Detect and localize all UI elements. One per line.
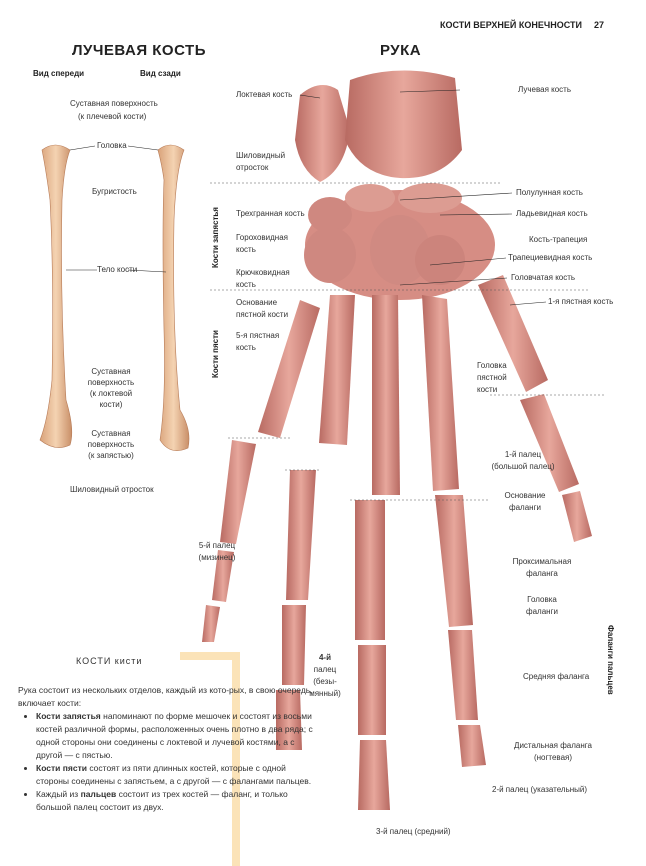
hand-label: кость: [236, 280, 256, 289]
radius-label: Головка: [97, 141, 127, 150]
hand-label: 1-й палец: [504, 450, 542, 459]
metacarpus-group-label: Кости пясти: [211, 330, 220, 378]
hand-label: Основание: [504, 491, 546, 500]
phalanges: [202, 394, 592, 810]
hand-label: кости: [477, 385, 498, 394]
hand-label: мянный): [309, 689, 341, 698]
hand-label: (мизинец): [198, 553, 236, 562]
radius-bone: [345, 70, 462, 179]
hand-label: Шиловидный: [236, 151, 286, 160]
hand-label: 3-й палец (средний): [376, 827, 451, 836]
hand-label: Головка: [527, 595, 557, 604]
item-term: Кости запястья: [36, 711, 101, 721]
carpus-group-label: Кости запястья: [211, 207, 220, 268]
hand-label: отросток: [236, 163, 269, 172]
radius-label: Суставная: [91, 429, 131, 438]
hand-label: Крючковидная: [236, 268, 290, 277]
radius-label: Шиловидный отросток: [70, 485, 154, 494]
metacarpal-bones: [258, 275, 548, 495]
hand-label: Головка: [477, 361, 507, 370]
hand-label: Гороховидная: [236, 233, 288, 242]
hand-label: 5-я пястная: [236, 331, 280, 340]
item-text: напоминают по форме мешочек и состоят из…: [36, 711, 313, 760]
hand-label: Дистальная фаланга: [514, 741, 592, 750]
hand-label: фаланга: [526, 569, 558, 578]
radius-label: Суставная поверхность: [70, 99, 158, 108]
hand-label: (ногтевая): [533, 753, 573, 762]
item-text: Каждый из: [36, 789, 81, 799]
divider-lines: [210, 182, 605, 501]
radius-back-view: [157, 144, 190, 451]
textbox-item: Кости пясти состоят из пяти длинных кост…: [36, 762, 318, 788]
hand-label: 1-я пястная кость: [548, 297, 614, 306]
hand-label: 2-й палец (указательный): [492, 785, 588, 794]
item-term: пальцев: [80, 789, 117, 799]
hand-label: Головчатая кость: [511, 273, 576, 282]
hand-label: кость: [236, 343, 256, 352]
radius-label: (к плечевой кости): [78, 112, 147, 121]
radius-label: (к локтевой: [89, 389, 133, 398]
item-term: Кости пясти: [36, 763, 87, 773]
page-number: 27: [594, 20, 605, 30]
textbox-item: Кости запястья напоминают по форме мешоч…: [36, 710, 318, 762]
hand-label: пястной: [477, 373, 507, 382]
hand-skeleton: [202, 70, 592, 810]
hand-label: Полулунная кость: [516, 188, 583, 197]
hand-title: РУКА: [380, 42, 422, 59]
item-text: состоит из трех костей — фаланг, и тольк…: [36, 789, 288, 812]
radius-label: (к запястью): [88, 451, 134, 460]
textbox-list: Кости запястья напоминают по форме мешоч…: [18, 710, 318, 814]
hand-label: фаланги: [526, 607, 558, 616]
ulna-bone: [295, 85, 350, 182]
textbox-intro: Рука состоит из нескольких отделов, кажд…: [18, 685, 313, 708]
hand-label: Трехгранная кость: [236, 209, 305, 218]
item-text: состоят из пяти длинных костей, которые …: [36, 763, 312, 786]
hand-label: фаланги: [509, 503, 541, 512]
hand-label: палец: [313, 665, 337, 674]
hand-bones-textbox: КОСТИ кисти Рука состоит из нескольких о…: [18, 655, 318, 814]
hand-label: 5-й палец: [198, 541, 236, 550]
textbox-title: КОСТИ кисти: [76, 656, 143, 666]
hand-label: Локтевая кость: [236, 90, 293, 99]
hand-label: Кость-трапеция: [529, 235, 588, 244]
view-front-label: Вид спереди: [33, 69, 85, 78]
hand-label: Лучевая кость: [518, 85, 571, 94]
hand-label: 4-й: [318, 653, 332, 662]
radius-label: Суставная: [91, 367, 131, 376]
hand-label: (большой палец): [491, 462, 555, 471]
radius-title: ЛУЧЕВАЯ КОСТЬ: [72, 42, 206, 59]
hand-label: Средняя фаланга: [523, 672, 590, 681]
radius-label: поверхность: [87, 440, 135, 449]
hand-label: Трапециевидная кость: [508, 253, 593, 262]
hand-label: Проксимальная: [512, 557, 572, 566]
radius-front-view: [39, 144, 73, 448]
textbox-item: Каждый из пальцев состоит из трех костей…: [36, 788, 318, 814]
view-back-label: Вид сзади: [140, 69, 181, 78]
radius-label: Бугристость: [92, 187, 137, 196]
section-header: КОСТИ ВЕРХНЕЙ КОНЕЧНОСТИ: [440, 20, 582, 30]
radius-label: кости): [99, 400, 123, 409]
radius-label: Тело кости: [97, 265, 138, 274]
leader-lines: [66, 89, 547, 306]
phalanges-group-label: Фаланги пальцев: [606, 625, 615, 695]
hand-label: пястной кости: [236, 310, 289, 319]
radius-label: поверхность: [87, 378, 135, 387]
hand-label: Основание: [236, 298, 278, 307]
hand-label: Ладьевидная кость: [516, 209, 588, 218]
hand-label: (безы-: [313, 677, 337, 686]
hand-label: кость: [236, 245, 256, 254]
